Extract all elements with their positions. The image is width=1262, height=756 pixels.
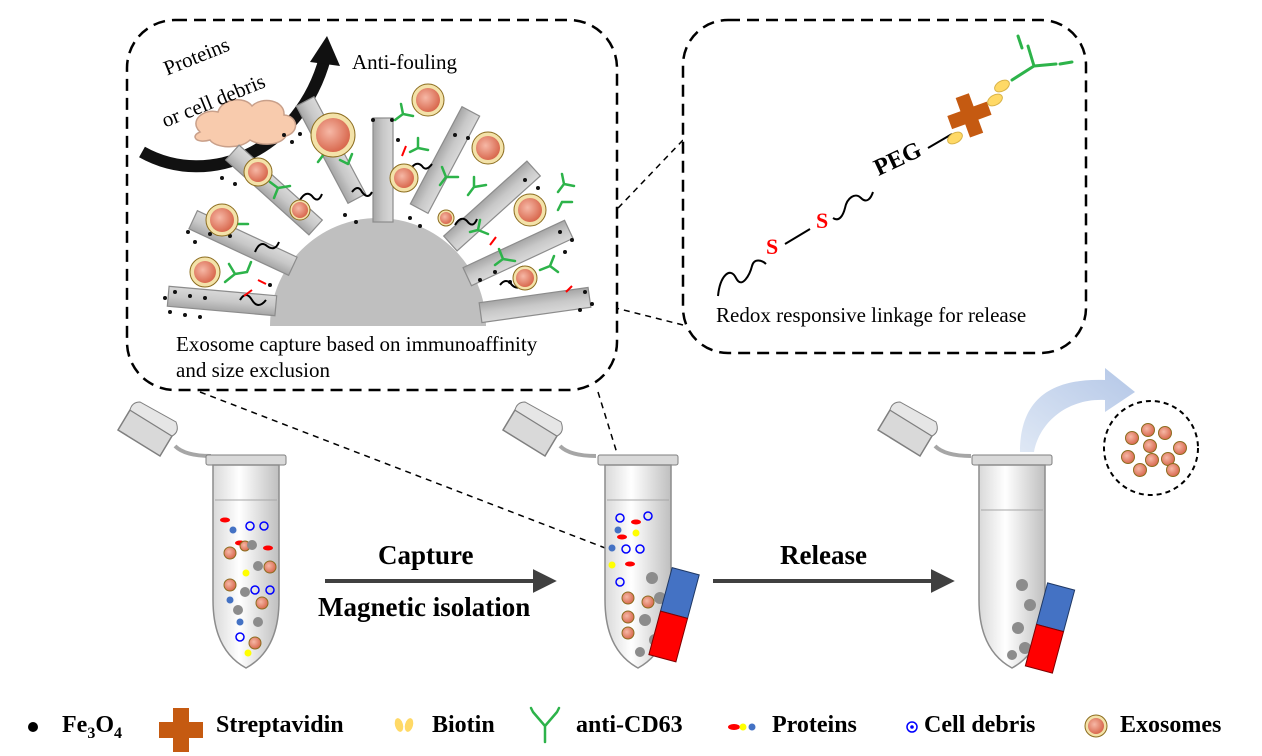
legend-streptavidin: Streptavidin: [216, 712, 344, 738]
sulfur-label-1: S: [766, 234, 779, 259]
capture-caption-line2: and size exclusion: [176, 358, 330, 382]
tube-1-contents: [220, 517, 277, 657]
biotin-icon: [947, 131, 963, 145]
legend-icons: [28, 706, 1108, 752]
legend-proteins: Proteins: [772, 712, 857, 738]
linkage-detail-panel: [681, 18, 1088, 355]
release-arrow: [1020, 368, 1135, 452]
sulfur-label-2: S: [816, 208, 829, 233]
anti-cd63-legend-icon: [529, 706, 561, 744]
legend-anti-cd63: anti-CD63: [576, 712, 683, 738]
biotin-icon-2: [987, 93, 1003, 107]
capture-detail-panel: [125, 18, 619, 392]
tube-3-contents: [1007, 579, 1036, 660]
legend-cell-debris: Cell debris: [924, 712, 1036, 738]
release-label: Release: [780, 540, 867, 570]
tube-3: [876, 401, 1053, 669]
legend-fe3o4: Fe3O4: [62, 712, 122, 742]
fe3o4-dots: [163, 118, 594, 319]
proteins-legend-icon: [728, 723, 756, 731]
antifouling-arrow: [139, 56, 331, 173]
legend-biotin: Biotin: [432, 712, 495, 738]
anti-cd63-antibodies: [223, 102, 576, 284]
protein-debris-cloud: [194, 99, 297, 148]
biotin-legend-icon: [394, 718, 414, 732]
tube-2: [501, 401, 679, 669]
magnet-1: [648, 567, 700, 663]
streptavidin-icon: [947, 93, 992, 138]
capture-caption-line1: Exosome capture based on immunoaffinity: [176, 332, 538, 356]
cell-debris-legend-icon: [906, 721, 918, 733]
captured-exosomes: [189, 83, 547, 291]
linker-chain: [717, 133, 953, 297]
legend-exosomes: Exosomes: [1120, 712, 1222, 738]
magnetic-isolation-label: Magnetic isolation: [318, 592, 531, 622]
biotin-icon-3: [994, 79, 1010, 93]
antifouling-label: Anti-fouling: [352, 50, 457, 74]
streptavidin-legend-icon: [159, 708, 203, 752]
released-exosomes: [1103, 400, 1199, 496]
tube-1: [116, 401, 287, 669]
exosomes-legend-icon: [1084, 714, 1108, 738]
antibody-icon: [1010, 34, 1074, 82]
magnet-2: [1024, 582, 1076, 674]
fe3o4-icon: [28, 722, 38, 732]
linkage-caption: Redox responsive linkage for release: [716, 303, 1027, 327]
magnetic-core: [270, 218, 486, 326]
capture-label: Capture: [378, 540, 474, 570]
